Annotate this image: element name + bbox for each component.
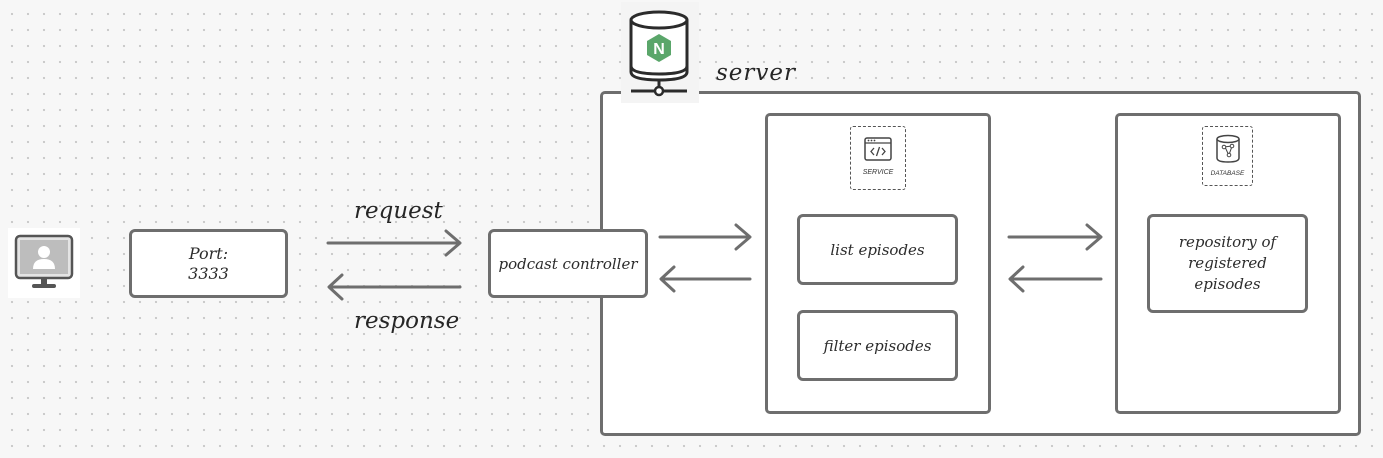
service-to-database-arrow bbox=[1007, 223, 1103, 251]
list-episodes-label: list episodes bbox=[830, 240, 925, 259]
repository-line1: repository of bbox=[1178, 233, 1277, 251]
repository-line2: registered bbox=[1188, 254, 1267, 272]
podcast-controller-box: podcast controller bbox=[488, 229, 648, 298]
server-label: server bbox=[716, 60, 797, 86]
response-label: response bbox=[354, 308, 460, 334]
nginx-letter: N bbox=[653, 41, 665, 58]
database-to-service-arrow bbox=[1008, 265, 1103, 293]
response-arrow bbox=[327, 273, 462, 301]
repository-line3: episodes bbox=[1194, 275, 1261, 293]
code-window-icon bbox=[864, 137, 892, 161]
repository-box: repository of registered episodes bbox=[1147, 214, 1308, 313]
list-episodes-box: list episodes bbox=[797, 214, 958, 285]
service-badge-label: SERVICE bbox=[862, 169, 894, 176]
nginx-server-icon: N bbox=[621, 2, 699, 103]
controller-to-service-arrow bbox=[658, 223, 752, 251]
database-badge-label: DATABASE bbox=[1210, 170, 1245, 177]
port-box: Port: 3333 bbox=[129, 229, 288, 298]
request-label: request bbox=[354, 198, 443, 224]
port-number: 3333 bbox=[188, 263, 229, 283]
database-icon bbox=[1216, 134, 1240, 163]
filter-episodes-box: filter episodes bbox=[797, 310, 958, 381]
database-badge: DATABASE bbox=[1202, 126, 1253, 186]
service-badge: SERVICE bbox=[850, 126, 906, 190]
service-to-controller-arrow bbox=[659, 265, 752, 293]
port-label: Port: bbox=[188, 243, 229, 263]
request-arrow bbox=[326, 229, 462, 257]
controller-label: podcast controller bbox=[498, 254, 638, 273]
client-monitor-icon bbox=[8, 228, 80, 298]
filter-episodes-label: filter episodes bbox=[823, 336, 932, 355]
